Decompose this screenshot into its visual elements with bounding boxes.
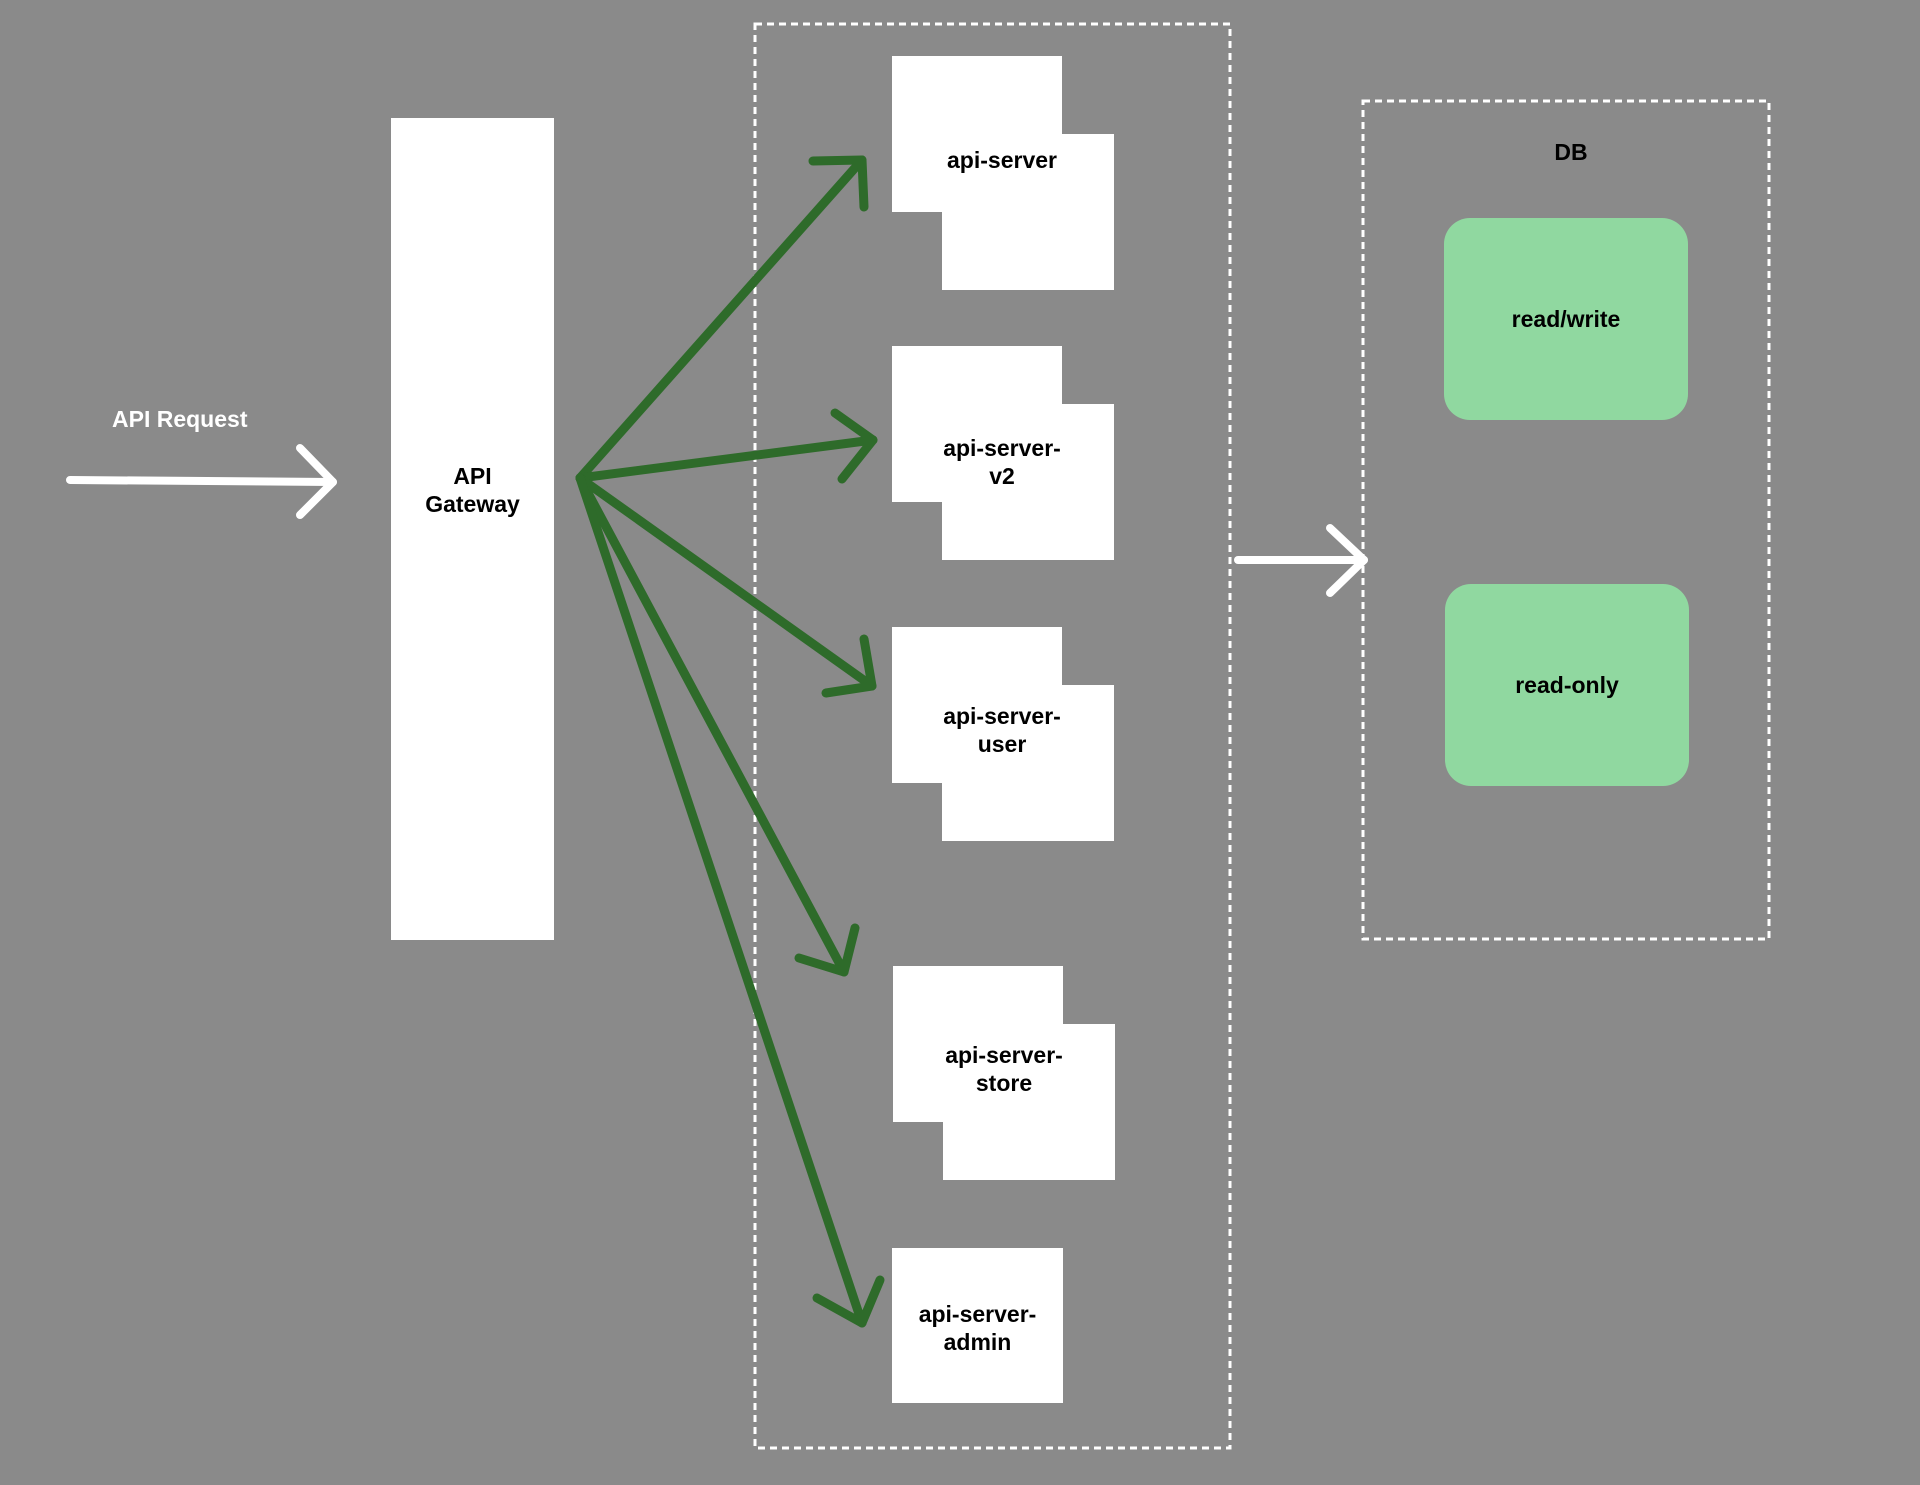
arrow-to-api-server-store: [575, 473, 860, 977]
api-server-user-box[interactable]: [892, 627, 1062, 783]
api-server-v2-label: api-server- v2: [943, 435, 1061, 489]
db-group-border: [1361, 99, 1771, 941]
arrow-to-api-server-admin: [575, 473, 885, 1328]
api-server-v2-box[interactable]: [892, 346, 1062, 502]
db-node-read-write[interactable]: read/write: [1444, 218, 1688, 420]
api-server-label: api-server: [947, 147, 1057, 173]
db-arrow: [1234, 524, 1368, 597]
api-gateway-box[interactable]: [391, 118, 554, 940]
arrow-to-api-server: [575, 155, 869, 483]
api-server-store-label: api-server- store: [945, 1042, 1063, 1096]
api-server-user-label: api-server- user: [943, 703, 1061, 757]
services-group-border: [753, 22, 1232, 1450]
api-gateway-label: API Gateway: [425, 463, 520, 517]
db-node-read-only[interactable]: read-only: [1445, 584, 1689, 786]
api-server-box[interactable]: [892, 56, 1062, 212]
api-server-admin-box[interactable]: [892, 1248, 1063, 1403]
api-request-label: API Request: [112, 406, 248, 432]
api-server-store-box[interactable]: [893, 966, 1063, 1122]
db-title: DB: [1554, 139, 1588, 165]
arrow-to-api-server-v2: [575, 408, 878, 484]
arrow-to-api-server-user: [575, 473, 877, 698]
api-server-admin-label: api-server- admin: [918, 1301, 1037, 1355]
request-arrow: [66, 444, 337, 519]
